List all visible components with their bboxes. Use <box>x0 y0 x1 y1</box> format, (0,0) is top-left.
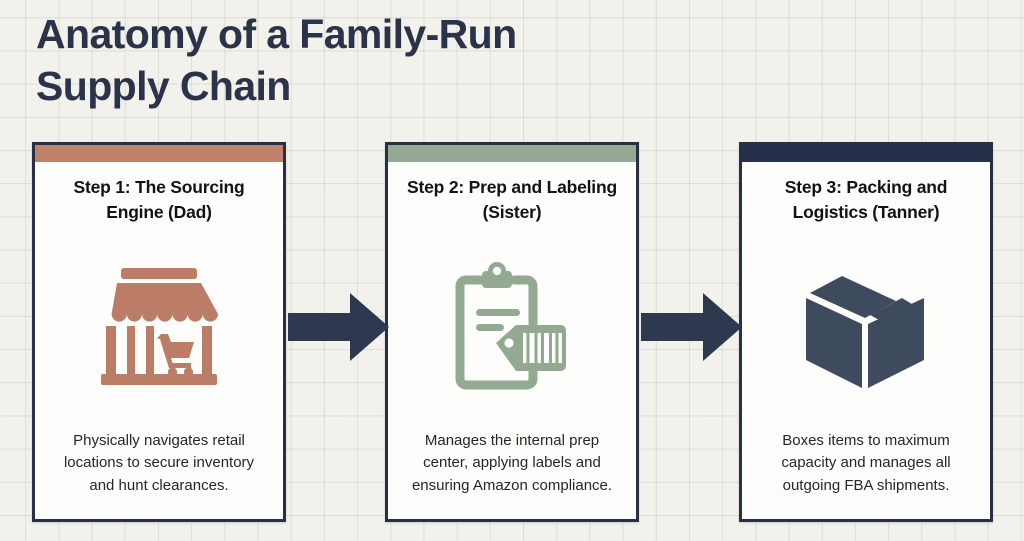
clipboard-barcode-tag-icon <box>388 253 636 403</box>
step-title-2: Step 2: Prep and Labeling (Sister) <box>407 177 617 222</box>
step-card-1: Step 1: The Sourcing Engine (Dad) <box>32 142 286 522</box>
step-card-3: Step 3: Packing and Logistics (Tanner) B… <box>739 142 993 522</box>
card-accent-bar-1 <box>35 145 283 162</box>
step-description-3: Boxes items to maximum capacity and mana… <box>781 431 951 494</box>
step-description-1: Physically navigates retail locations to… <box>63 431 255 494</box>
card-accent-bar-3 <box>742 145 990 162</box>
flow-arrow-step2-to-step3 <box>641 291 743 363</box>
step-title-3: Step 3: Packing and Logistics (Tanner) <box>784 177 948 222</box>
flow-arrow-step1-to-step2 <box>288 291 390 363</box>
shipping-box-icon <box>742 253 990 403</box>
card-accent-bar-2 <box>388 145 636 162</box>
storefront-icon <box>35 253 283 403</box>
page-title: Anatomy of a Family-Run Supply Chain <box>36 11 517 110</box>
step-description-2: Manages the internal prep center, applyi… <box>411 431 613 494</box>
step-card-2: Step 2: Prep and Labeling (Sister) <box>385 142 639 522</box>
step-title-1: Step 1: The Sourcing Engine (Dad) <box>73 177 245 222</box>
